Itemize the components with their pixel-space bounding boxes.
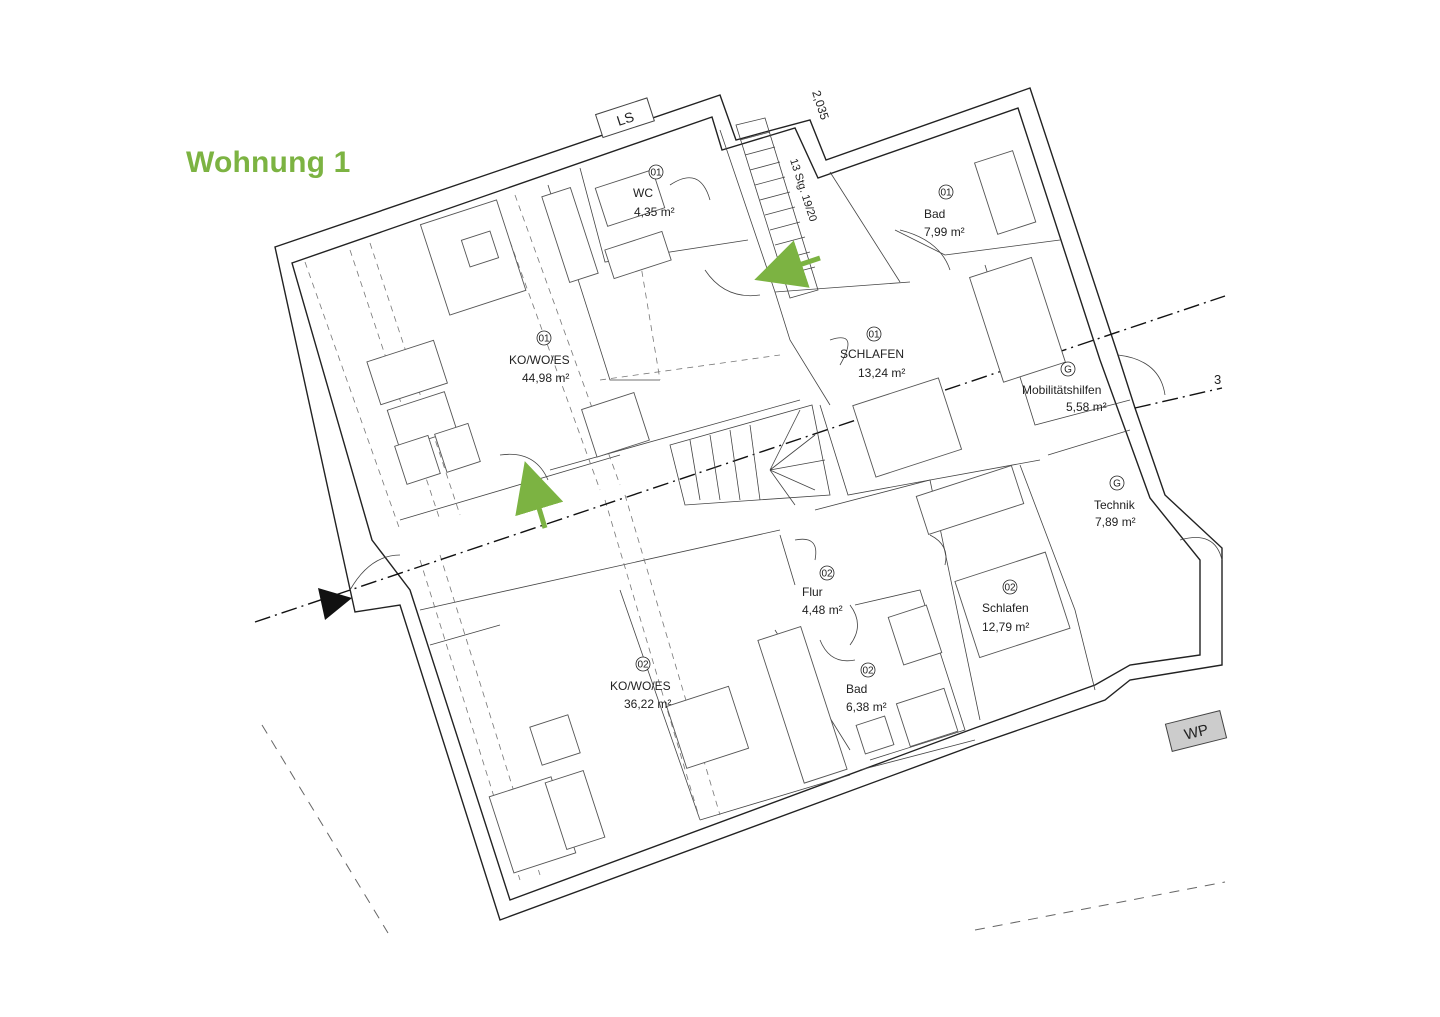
svg-text:01: 01: [650, 168, 662, 179]
section-axis-short: [1134, 387, 1223, 409]
svg-text:02: 02: [821, 569, 833, 580]
svg-text:SCHLAFEN: SCHLAFEN: [840, 347, 904, 361]
svg-text:Bad: Bad: [924, 207, 945, 221]
svg-text:WC: WC: [633, 186, 653, 200]
entry-arrow-upper-icon: [754, 240, 821, 288]
svg-text:12,79 m²: 12,79 m²: [982, 620, 1029, 634]
room-labels: 01 WC 4,35 m² 01 Bad 7,99 m² 01 KO/WO/ES…: [509, 164, 1136, 714]
svg-text:7,99 m²: 7,99 m²: [924, 225, 965, 239]
svg-text:Bad: Bad: [846, 682, 867, 696]
stairs-label: 13 Stg. 19/20: [787, 157, 819, 223]
svg-text:4,35 m²: 4,35 m²: [634, 205, 675, 219]
svg-text:02: 02: [637, 660, 649, 671]
svg-text:6,38 m²: 6,38 m²: [846, 700, 887, 714]
svg-text:5,58 m²: 5,58 m²: [1066, 400, 1107, 414]
svg-text:LS: LS: [615, 108, 636, 129]
building-walls: [274, 87, 1223, 921]
svg-text:02: 02: [1004, 583, 1016, 594]
svg-text:01: 01: [868, 330, 880, 341]
cut-label: 3: [1214, 372, 1221, 387]
svg-text:01: 01: [538, 334, 550, 345]
svg-text:36,22 m²: 36,22 m²: [624, 697, 671, 711]
svg-text:01: 01: [940, 188, 952, 199]
svg-text:Mobilitätshilfen: Mobilitätshilfen: [1022, 383, 1101, 397]
staircase-lower: [669, 404, 831, 506]
svg-text:Schlafen: Schlafen: [982, 601, 1029, 615]
svg-text:Flur: Flur: [802, 585, 823, 599]
svg-text:KO/WO/ES: KO/WO/ES: [610, 679, 671, 693]
section-axis-main: [254, 295, 1226, 623]
entry-arrow-icon: [515, 461, 564, 529]
page-title: Wohnung 1: [186, 146, 351, 179]
dimension-label: 2,035: [809, 89, 832, 122]
svg-text:44,98 m²: 44,98 m²: [522, 371, 569, 385]
svg-text:02: 02: [862, 666, 874, 677]
svg-text:KO/WO/ES: KO/WO/ES: [509, 353, 570, 367]
svg-text:G: G: [1064, 365, 1072, 376]
svg-text:Technik: Technik: [1094, 498, 1136, 512]
ls-marker: LS: [594, 97, 655, 139]
ceiling-lines: [304, 194, 781, 881]
section-arrow-icon: [318, 588, 352, 620]
furniture: [366, 150, 1071, 874]
svg-text:WP: WP: [1183, 721, 1211, 743]
wp-marker: WP: [1164, 710, 1228, 752]
site-line-bottom: [974, 881, 1226, 931]
svg-text:7,89 m²: 7,89 m²: [1095, 515, 1136, 529]
site-line-left: [261, 724, 389, 934]
svg-text:4,48 m²: 4,48 m²: [802, 603, 843, 617]
svg-text:G: G: [1113, 479, 1121, 490]
svg-text:13,24 m²: 13,24 m²: [858, 366, 905, 380]
